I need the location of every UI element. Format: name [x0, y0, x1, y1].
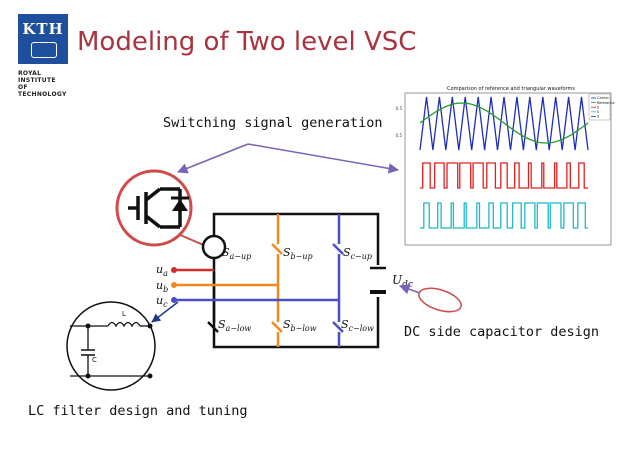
- pwm-red-trace: [420, 162, 588, 189]
- switching-arrows: [177, 143, 400, 174]
- switch-a-low-label: Sa−low: [218, 318, 251, 333]
- dc-side-capacitor-label: DC side capacitor design: [404, 324, 600, 340]
- arrow-to-igbt: [177, 143, 249, 174]
- arrow-to-waveforms: [247, 143, 400, 174]
- arrow-to-lc-filter: [151, 301, 179, 323]
- phase-a-label: ua: [156, 263, 168, 278]
- reference-trace: [419, 102, 589, 144]
- svg-text:0.5: 0.5: [396, 106, 403, 111]
- pwm-cyan-trace: [420, 202, 588, 229]
- switch-b-low-label: Sb−low: [283, 318, 317, 333]
- lc-filter-label: LC filter design and tuning: [28, 403, 248, 419]
- legend-label: S: [597, 105, 600, 109]
- arrow-to-dc-capacitor: [399, 284, 421, 295]
- phase-c-label: uc: [156, 294, 168, 309]
- legend-label: Reference: [597, 101, 615, 105]
- waveform-panel: Comparison of reference and triangular w…: [396, 86, 615, 246]
- igbt-callout: [115, 169, 209, 248]
- legend-label: Carrier: [597, 96, 610, 100]
- switch-b-up-label: Sb−up: [283, 246, 313, 261]
- waveform-traces: [419, 96, 589, 229]
- switching-signal-generation-label: Switching signal generation: [163, 115, 383, 131]
- legend-label: S: [597, 115, 600, 119]
- capacitor-label: C: [92, 356, 97, 364]
- leg-b: [271, 214, 283, 347]
- switch-c-low-label: Sc−low: [341, 318, 374, 333]
- leg-c: [332, 214, 344, 347]
- waveform-ticks: 0.5 0.5: [396, 106, 403, 138]
- organization-line-1: ROYAL INSTITUTE: [18, 70, 56, 84]
- inductor-icon: [107, 321, 141, 328]
- diode-icon: [172, 199, 188, 211]
- organization-name: ROYAL INSTITUTE OF TECHNOLOGY: [18, 70, 78, 98]
- crown-icon: [31, 42, 57, 58]
- carrier-trace: [419, 96, 589, 151]
- legend-label: S: [597, 110, 600, 114]
- switch-c-up-label: Sc−up: [343, 246, 372, 261]
- phase-lines: [171, 267, 339, 303]
- svg-text:0.5: 0.5: [396, 133, 403, 138]
- waveform-legend: [588, 93, 611, 121]
- phase-b-label: ub: [156, 279, 168, 294]
- switch-a-up-label: Sa−up: [222, 246, 251, 261]
- waveform-panel-title: Comparison of reference and triangular w…: [447, 86, 575, 92]
- slide-title: Modeling of Two level VSC: [77, 27, 417, 57]
- dc-capacitor-highlight: [418, 287, 462, 313]
- lc-filter-zoom: L C: [66, 301, 156, 391]
- kth-logo: KTH: [18, 14, 68, 64]
- leg-a: [207, 258, 219, 333]
- kth-logo-text: KTH: [22, 20, 64, 38]
- waveform-frame: [404, 92, 612, 246]
- inductor-label: L: [122, 310, 126, 318]
- organization-line-2: OF TECHNOLOGY: [18, 84, 67, 98]
